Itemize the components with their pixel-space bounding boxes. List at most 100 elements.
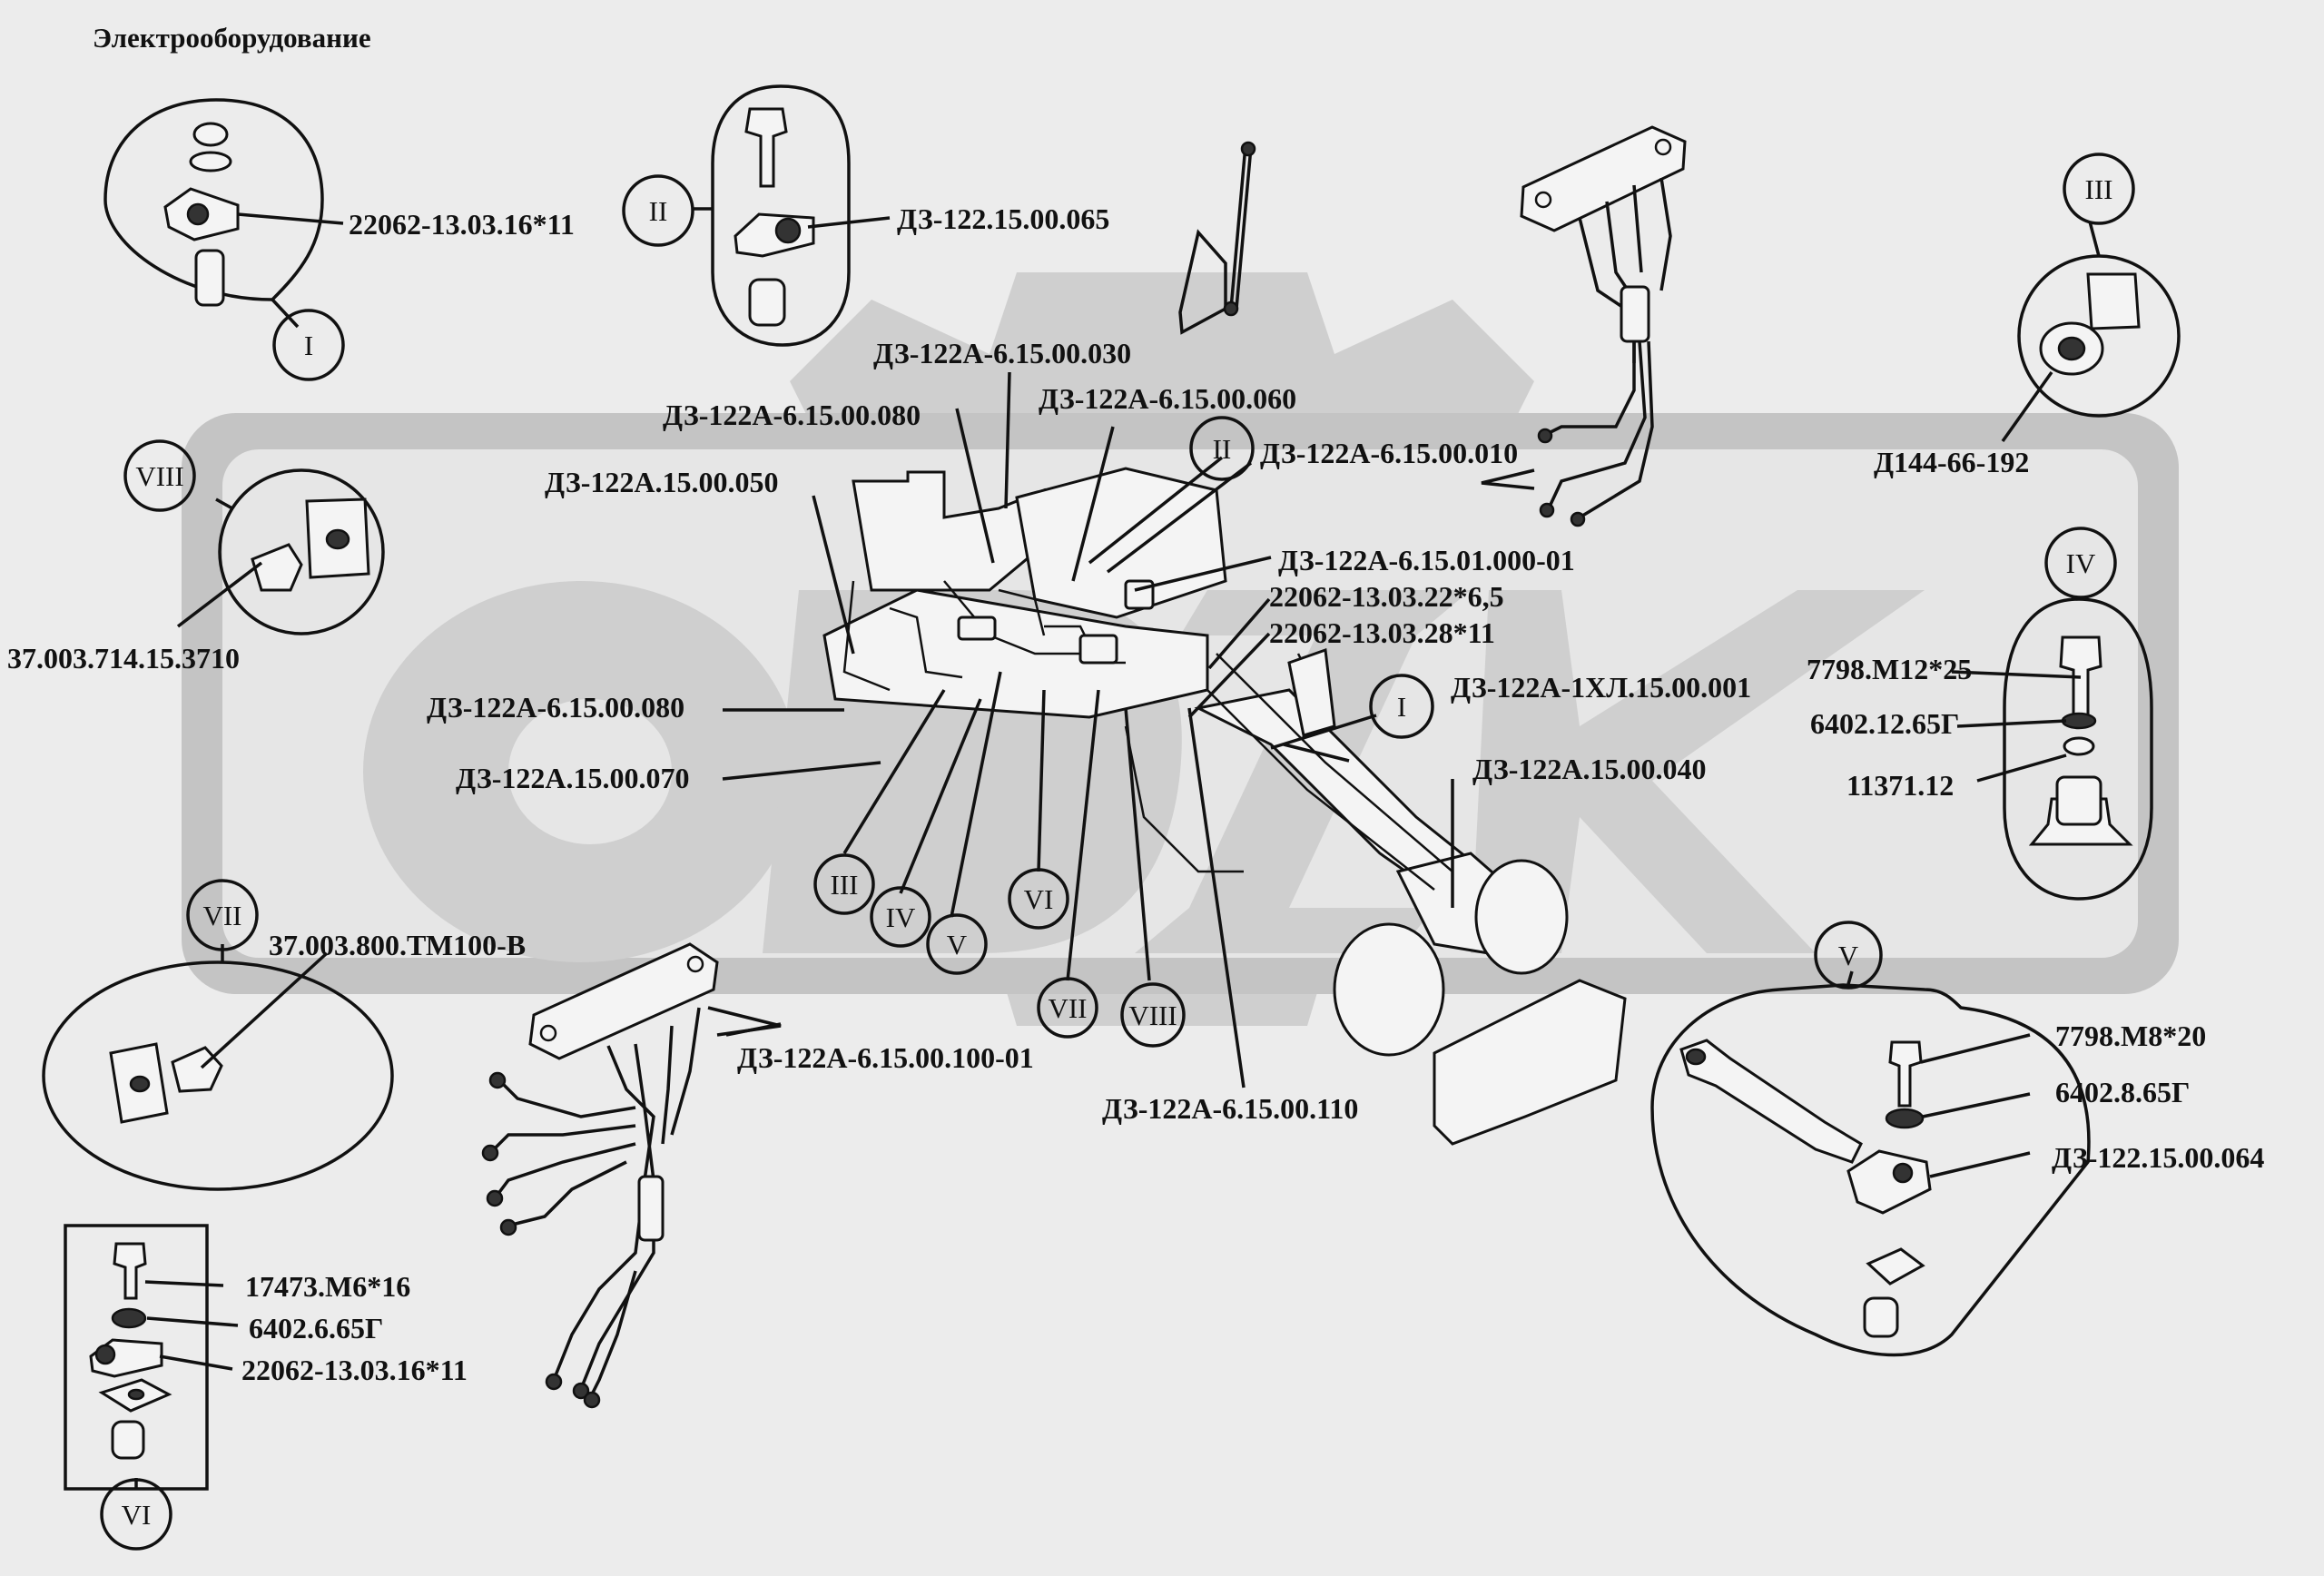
svg-text:III: III [2085, 173, 2113, 205]
svg-text:VII: VII [202, 900, 241, 931]
part-label: ДЗ-122А-6.15.00.060 [1039, 382, 1296, 415]
detail-callout-viii [215, 468, 385, 635]
harness-bracket-part [1679, 1039, 1863, 1164]
view-marker: III [2063, 153, 2135, 225]
svg-text:VIII: VIII [135, 460, 183, 492]
bolt-part [1888, 1040, 1923, 1108]
svg-text:II: II [649, 195, 668, 227]
view-marker: V [926, 913, 988, 975]
svg-text:VI: VI [1024, 883, 1054, 915]
clip-part [734, 212, 815, 258]
part-label: ДЗ-122.15.00.064 [2052, 1141, 2264, 1174]
view-marker: IV [2044, 527, 2117, 599]
leader-lines [144, 212, 2082, 1371]
view-marker: II [1189, 416, 1255, 481]
plate-part [2086, 272, 2141, 330]
part-label: 7798.М12*25 [1807, 653, 1972, 685]
callout-outline [42, 960, 394, 1191]
part-label: ДЗ-122.15.00.065 [897, 202, 1109, 235]
view-marker: I [1369, 674, 1434, 739]
callout-outline [1650, 983, 2091, 1357]
part-label: ДЗ-122А-6.15.00.100-01 [737, 1041, 1034, 1074]
part-label: 37.003.800.ТМ100-В [269, 929, 526, 961]
view-marker: II [622, 174, 694, 247]
svg-text:III: III [831, 869, 859, 901]
view-markers: I II III VIII II IV I VII III IV V VI VI… [100, 153, 2135, 1551]
view-marker: VII [1037, 977, 1098, 1039]
clip-part [1846, 1149, 1932, 1215]
view-marker: I [272, 309, 345, 381]
view-marker: III [813, 853, 875, 915]
cable-top-center [1178, 141, 1256, 335]
detail-callout-vi [64, 1224, 209, 1491]
part-label: 6402.12.65Г [1810, 707, 1959, 740]
view-marker: VII [186, 879, 259, 951]
terminal-block-part [528, 942, 719, 1060]
part-label: ДЗ-122А-6.15.00.010 [1260, 437, 1518, 469]
view-marker: VIII [1120, 982, 1186, 1048]
svg-text:VI: VI [122, 1499, 152, 1531]
svg-text:I: I [304, 330, 313, 361]
detail-callout-v [1650, 970, 2091, 1357]
view-marker: VIII [123, 439, 196, 512]
harness-top-right [1481, 125, 1687, 527]
part-label: 22062-13.03.16*11 [349, 208, 575, 241]
view-marker: VI [1008, 868, 1069, 930]
harness-bottom-left [481, 942, 782, 1409]
view-marker: VI [100, 1478, 172, 1551]
svg-text:II: II [1213, 433, 1232, 465]
part-label: 22062-13.03.16*11 [241, 1354, 468, 1386]
machine-sketch [822, 467, 1627, 1146]
part-label: 22062-13.03.28*11 [1269, 616, 1495, 649]
part-labels: 22062-13.03.16*11 ДЗ-122.15.00.065 ДЗ-12… [7, 202, 2264, 1386]
detail-callout-i [103, 98, 324, 329]
blade-part [1433, 979, 1627, 1146]
switch-part [251, 543, 303, 592]
bushing-part [194, 249, 225, 307]
callout-outline [64, 1224, 209, 1491]
nut-part [192, 122, 229, 147]
svg-text:I: I [1397, 691, 1406, 723]
terminal-block-part [1520, 125, 1687, 232]
detail-callout-ii [694, 84, 851, 347]
svg-text:V: V [947, 929, 968, 960]
part-label: 11371.12 [1846, 769, 1954, 802]
svg-text:VII: VII [1048, 992, 1087, 1024]
bolt-part [744, 107, 788, 188]
front-wheel-left [1333, 922, 1445, 1057]
part-label: 22062-13.03.22*6,5 [1269, 580, 1504, 613]
cab-part [852, 470, 1046, 592]
part-label: ДЗ-122А.15.00.050 [545, 466, 778, 498]
part-label: ДЗ-122А-6.15.00.110 [1102, 1092, 1358, 1125]
part-label: ДЗ-122А-6.15.00.030 [873, 337, 1131, 369]
part-label: ДЗ-122А-1ХЛ.15.00.001 [1451, 671, 1751, 704]
svg-text:IV: IV [2066, 547, 2096, 579]
part-label: 7798.М8*20 [2055, 1019, 2206, 1052]
svg-text:IV: IV [886, 901, 916, 933]
part-label: 6402.6.65Г [249, 1312, 383, 1345]
view-marker: IV [870, 886, 931, 948]
part-label: 6402.8.65Г [2055, 1076, 2190, 1108]
callout-outline [218, 468, 385, 635]
svg-text:V: V [1838, 940, 1859, 971]
part-label: Д144-66-192 [1874, 446, 2029, 478]
callout-outline [711, 84, 851, 347]
bushing-part [111, 1420, 145, 1460]
bushing-part [1863, 1296, 1899, 1338]
part-label: ДЗ-122А-6.15.00.080 [427, 691, 684, 724]
callout-outline [2003, 597, 2153, 901]
watermark-letter-o-hole [508, 699, 672, 844]
view-marker: V [1814, 921, 1883, 990]
detail-callout-iii [2017, 221, 2181, 418]
front-wheel-right [1474, 859, 1569, 975]
part-label: ДЗ-122А-6.15.00.080 [663, 399, 921, 431]
part-label: ДЗ-122А.15.00.040 [1472, 753, 1706, 785]
page-title: Электрооборудование [93, 22, 371, 54]
detail-callout-vii [42, 944, 394, 1191]
screw-part [113, 1242, 147, 1300]
part-label: 37.003.714.15.3710 [7, 642, 240, 675]
part-label: ДЗ-122А.15.00.070 [456, 762, 689, 794]
bushing-part [748, 278, 786, 327]
